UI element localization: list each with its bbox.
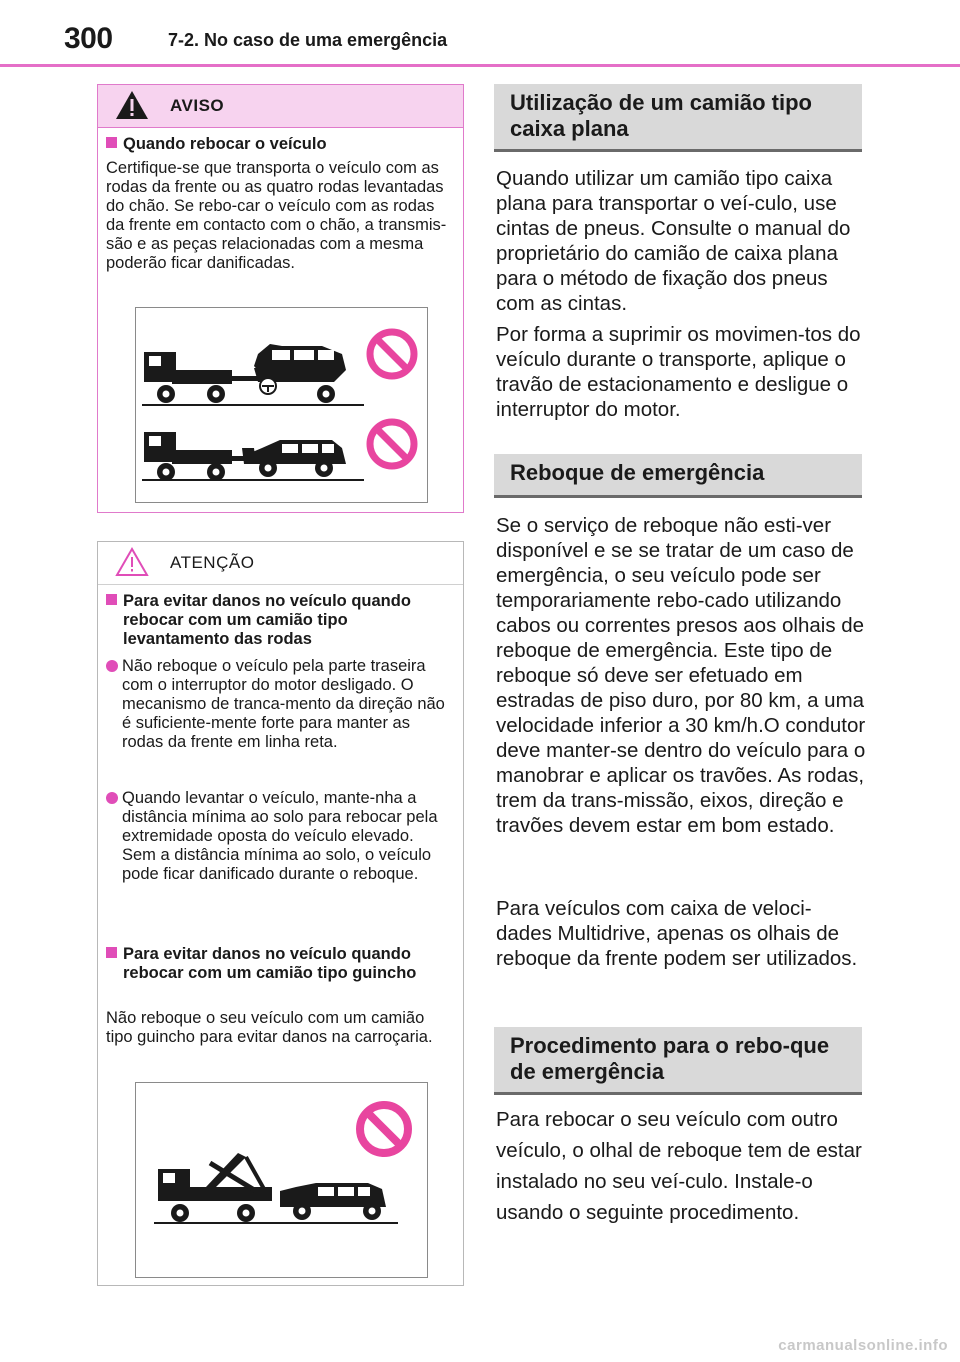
paragraph-flatbed-1: Quando utilizar um camião tipo caixa pla… [496,167,851,315]
tow-illustration-1 [135,307,428,503]
atencao-header: ATENÇÃO [98,542,463,585]
round-bullet-icon [106,792,118,804]
page-number: 300 [64,22,113,55]
heading-emergency-tow: Reboque de emergência [494,454,862,498]
atencao-body-2: Não reboque o seu veículo com um camião … [106,1009,433,1046]
atencao-bullet-1: Não reboque o veículo pela parte traseir… [106,657,452,752]
watermark: carmanualsonline.info [778,1337,948,1354]
atencao-label: ATENÇÃO [170,553,255,572]
warning-triangle-icon [116,91,148,119]
aviso-body: Certifique-se que transporta o veículo c… [106,159,447,272]
heading-procedure: Procedimento para o rebo-que de emergênc… [494,1027,862,1095]
tow-illustration-2 [135,1082,428,1278]
aviso-heading: Quando rebocar o veículo [106,135,452,154]
sling-tow-illustration [154,1101,412,1224]
paragraph-flatbed-2: Por forma a suprimir os movimen-tos do v… [496,323,861,421]
section-title: 7-2. No caso de uma emergência [168,30,448,50]
atencao-box: ATENÇÃO Para evitar danos no veículo qua… [97,541,464,1286]
square-bullet-icon [106,594,117,605]
atencao-heading-2: Para evitar danos no veículo quando rebo… [106,945,452,983]
aviso-box: AVISO Quando rebocar o veículo Certifiqu… [97,84,464,513]
round-bullet-icon [106,660,118,672]
heading-flatbed: Utilização de um camião tipo caixa plana [494,84,862,152]
atencao-bullet-2: Quando levantar o veículo, mante-nha a d… [106,789,452,884]
page-header: 300 7-2. No caso de uma emergência [0,0,960,67]
caution-triangle-icon [115,546,149,576]
wheel-lift-tow-illustration [142,328,418,481]
paragraph-emergency-tow: Se o serviço de reboque não esti-ver dis… [496,514,866,837]
header-rule [0,64,960,67]
paragraph-procedure: Para rebocar o seu veículo com outro veí… [496,1108,862,1224]
atencao-heading-1: Para evitar danos no veículo quando rebo… [106,592,452,649]
aviso-label: AVISO [170,96,225,115]
aviso-header: AVISO [98,85,463,128]
square-bullet-icon [106,137,117,148]
square-bullet-icon [106,947,117,958]
paragraph-multidrive: Para veículos com caixa de veloci-dades … [496,897,858,970]
